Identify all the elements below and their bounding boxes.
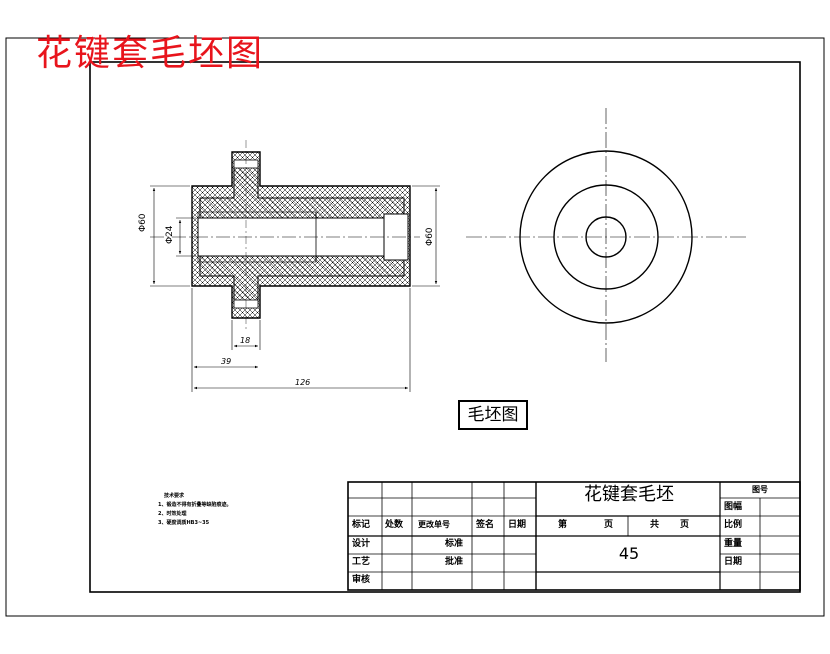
title-block <box>347 481 801 591</box>
count-label: 处数 <box>385 520 404 530</box>
sign-label: 签名 <box>476 520 495 530</box>
review-label: 审核 <box>352 575 371 585</box>
view-label: 毛坯图 <box>458 400 528 430</box>
tech-note-3: 3、硬度调质HB3~35 <box>158 520 210 526</box>
outer-frame <box>5 37 825 617</box>
inner-frame <box>89 61 801 593</box>
approve-label: 批准 <box>445 557 464 567</box>
standard-label: 标准 <box>445 539 464 549</box>
tech-note-1: 1、锻造不得有折叠等缺陷痕迹。 <box>158 502 232 508</box>
dim-len-126: 126 <box>295 378 311 387</box>
dim-len-18: 18 <box>240 336 251 345</box>
part-name: 花键套毛坯 <box>584 484 674 505</box>
weight-label: 重量 <box>724 539 743 549</box>
change-doc-label: 更改单号 <box>418 520 450 529</box>
mark-label: 标记 <box>352 520 371 530</box>
total-page-label: 页 <box>680 520 690 530</box>
drawing-no-label: 图号 <box>752 485 768 494</box>
total-label: 共 <box>650 520 660 530</box>
material: 45 <box>618 544 640 563</box>
sheet-label: 第 <box>558 520 568 530</box>
design-label: 设计 <box>352 539 371 549</box>
tech-notes: 技术要求 1、锻造不得有折叠等缺陷痕迹。 2、时效处理 3、硬度调质HB3~35 <box>158 492 231 528</box>
dim-dia-outer: Φ60 <box>138 213 148 232</box>
end-view <box>466 108 746 362</box>
section-view <box>150 140 440 392</box>
sheet-size-label: 图幅 <box>724 502 743 512</box>
date-label: 日期 <box>724 557 743 567</box>
date2-label: 日期 <box>508 520 527 530</box>
scale-label: 比例 <box>724 520 743 530</box>
process-label: 工艺 <box>352 557 371 567</box>
dim-dia-right: Φ60 <box>425 227 435 246</box>
dim-len-39: 39 <box>221 357 232 366</box>
page-label: 页 <box>604 520 614 530</box>
tech-note-2: 2、时效处理 <box>158 511 187 517</box>
dim-dia-inner: Φ24 <box>165 225 175 244</box>
tech-notes-heading: 技术要求 <box>164 493 185 499</box>
drawing-title: 花键套毛坯图 <box>36 33 265 74</box>
